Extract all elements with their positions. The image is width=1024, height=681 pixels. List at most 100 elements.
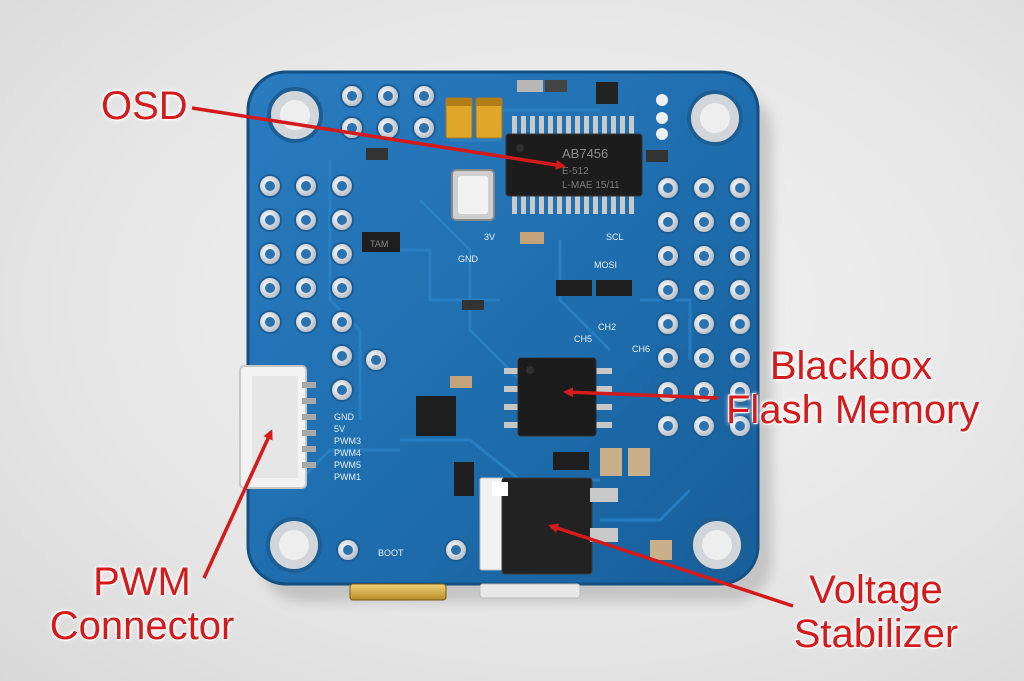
pad-hole (301, 249, 311, 259)
silk-pwm5: PWM5 (334, 460, 361, 470)
pad-hole (735, 421, 745, 431)
silk-5v: 5V (334, 424, 345, 434)
silk-boot: BOOT (378, 548, 404, 558)
osd-pin (593, 116, 598, 136)
pad-hole (265, 181, 275, 191)
pad-hole (735, 387, 745, 397)
blackbox-label-line1: Blackbox (769, 344, 933, 388)
osd-pin (629, 194, 634, 214)
osd-pin (611, 116, 616, 136)
pwm-connector (239, 365, 316, 489)
osd-pin (548, 194, 553, 214)
osd-pin (530, 116, 535, 136)
pad-hole (735, 183, 745, 193)
blackbox-flash-chip (504, 357, 612, 437)
through-hole-pads (258, 84, 752, 562)
osd-pin (557, 116, 562, 136)
pad-hole (699, 251, 709, 261)
osd-arrow (191, 106, 566, 170)
voltage-regulator (479, 477, 618, 575)
test-point (656, 94, 668, 106)
osd-pin (593, 194, 598, 214)
silk-pwm4: PWM4 (334, 448, 361, 458)
pad-hole (663, 421, 673, 431)
pad-hole (301, 317, 311, 327)
silkscreen-text: GND 5V PWM3 PWM4 PWM5 PWM1 CH2 CH5 CH6 3… (334, 232, 650, 558)
silk-pwm3: PWM3 (334, 436, 361, 446)
silk-scl: SCL (606, 232, 624, 242)
callout-arrows (191, 106, 794, 608)
osd-pin (566, 194, 571, 214)
pad-hole (735, 217, 745, 227)
osd-pin (620, 194, 625, 214)
blackbox-arrow (563, 387, 719, 400)
pad-hole (301, 283, 311, 293)
osd-pin (575, 116, 580, 136)
pad-hole (699, 217, 709, 227)
osd-pin (557, 194, 562, 214)
silk-mosi: MOSI (594, 260, 617, 270)
voltage-label-line2: Stabilizer (793, 612, 959, 656)
pad-hole (699, 319, 709, 329)
pad-hole (699, 285, 709, 295)
test-point (656, 112, 668, 124)
pad-hole (337, 317, 347, 327)
osd-pin (539, 116, 544, 136)
silk-gnd-2: GND (458, 254, 479, 264)
osd-pin (629, 116, 634, 136)
pad-hole (265, 215, 275, 225)
blackbox-label-line2: Flash Memory (726, 388, 980, 432)
osd-pin (584, 194, 589, 214)
silk-pwm1: PWM1 (334, 472, 361, 482)
pad-hole (337, 249, 347, 259)
pad-hole (735, 319, 745, 329)
pwm-arrow (202, 429, 273, 579)
osd-pin (620, 116, 625, 136)
voltage-label-line1: Voltage (809, 568, 943, 612)
osd-pin (566, 116, 571, 136)
osd-pin (530, 194, 535, 214)
pad-hole (337, 283, 347, 293)
pad-hole (663, 183, 673, 193)
silk-ch2: CH2 (598, 322, 616, 332)
osd-pin (512, 194, 517, 214)
pad-hole (301, 181, 311, 191)
pad-hole (265, 249, 275, 259)
mounting-holes (266, 87, 745, 573)
osd-chip-marking-3: L-MAE 15/11 (562, 180, 620, 191)
osd-chip: AB7456 E-512 L-MAE 15/11 (505, 116, 643, 214)
osd-pin (602, 116, 607, 136)
crystal-oscillator (451, 169, 495, 221)
usb-connector (349, 583, 581, 601)
osd-pin (584, 116, 589, 136)
pad-hole (343, 545, 353, 555)
osd-pin (602, 194, 607, 214)
osd-chip-marking-2: E-512 (562, 166, 589, 177)
osd-label: OSD (101, 84, 188, 128)
pad-hole (337, 215, 347, 225)
pwm-label-line2: Connector (49, 604, 235, 648)
pad-hole (451, 545, 461, 555)
pad-hole (699, 353, 709, 363)
pad-hole (663, 217, 673, 227)
pad-hole (663, 285, 673, 295)
osd-pin (575, 194, 580, 214)
voltage-label: Voltage Stabilizer (776, 568, 976, 656)
pad-hole (301, 215, 311, 225)
pad-hole (699, 183, 709, 193)
pad-hole (347, 91, 357, 101)
pad-hole (663, 353, 673, 363)
pad-hole (735, 353, 745, 363)
pad-hole (699, 421, 709, 431)
pwm-label: PWM Connector (42, 560, 242, 648)
tantalum-capacitors (445, 97, 503, 139)
pad-hole (383, 123, 393, 133)
osd-label-text: OSD (101, 84, 188, 128)
pad-hole (265, 283, 275, 293)
osd-pin (611, 194, 616, 214)
pad-hole (699, 387, 709, 397)
pad-hole (383, 91, 393, 101)
test-point (656, 128, 668, 140)
osd-pin (512, 116, 517, 136)
